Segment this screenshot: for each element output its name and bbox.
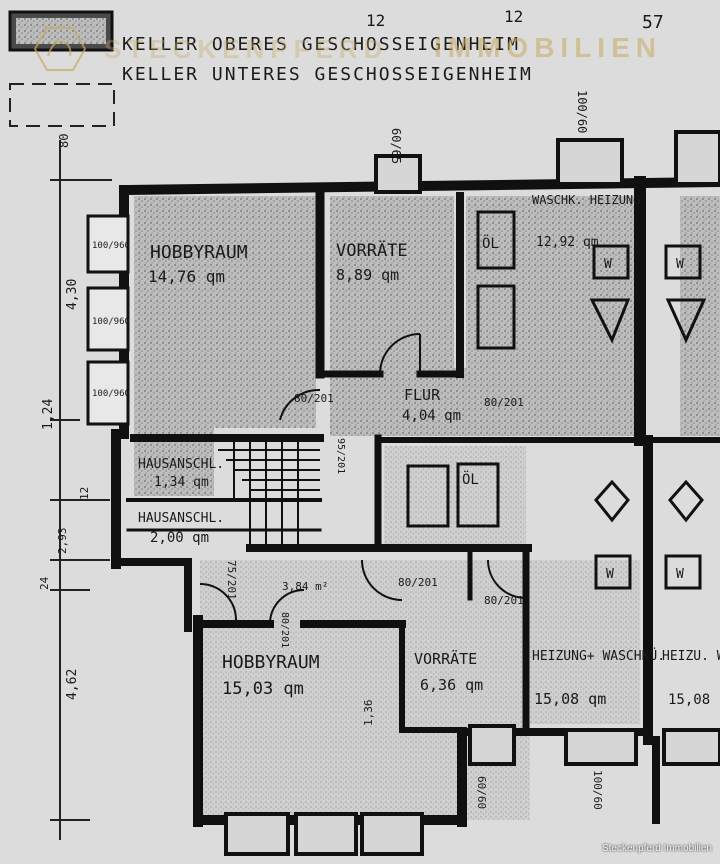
door-label-2: 95/201 [335,438,346,474]
header-line-1: KELLER OBERES GESCHOSSEIGENHEIM [122,34,520,55]
dim-left-3: 1,24 [41,399,56,430]
watermark-logo-icon [34,27,86,71]
room-hausan-lower-area: 2,00 qm [150,530,209,546]
top-dim-3: 57 [642,12,664,33]
dim-left-6: 2,93 [56,528,69,555]
fixture-w-3: W [606,567,614,582]
door-label-3: 80/201 [484,396,524,409]
room-hobby-lower-name: HOBBYRAUM [222,652,320,673]
room-heizung-lower-area: 15,08 qm [534,690,606,708]
dim-bottom-2: 100/60 [591,770,604,810]
watermark-brand: IMMOBILIEN [434,32,662,63]
top-dim-1: 12 [366,11,385,30]
header-line-2: KELLER UNTERES GESCHOSSEIGENHEIM [122,64,533,85]
vent-label-2: 100/60 [575,90,589,133]
fixture-w-4: W [676,567,684,582]
vorraete-upper-fill [330,196,454,368]
dim-left-1: 80 [57,134,71,148]
dim-left-2: 4,30 [65,279,80,310]
door-label-1: 80/201 [294,392,334,405]
room-hobby-upper-area: 14,76 qm [148,267,225,286]
room-vorraete-lower-name: VORRÄTE [414,649,477,668]
stair-dim: 1,36 [362,700,375,727]
room-wasch-upper-area: 12,92 qm [536,235,599,250]
fixture-w-2: W [676,257,684,272]
room-vorraete-upper-name: VORRÄTE [336,240,408,261]
room-heizung-right-area: 15,08 [668,692,710,708]
room-vorraete-upper-area: 8,89 qm [336,266,399,284]
room-hobby-upper-name: HOBBYRAUM [150,242,248,263]
top-dim-2: 12 [504,7,523,26]
window-label-3: 100/960 [92,389,130,399]
window-label-2: 100/960 [92,317,130,327]
dim-left-5: 12 [78,487,91,500]
room-heizung-lower-name: HEIZUNG+ WASCHKÜ. [532,647,665,664]
hobby-upper-fill [134,196,316,428]
watermark-prefix: STECKENPFERD [104,34,389,64]
vent-label-1: 60/65 [389,128,403,164]
door-label-6: 80/201 [484,594,524,607]
room-flur-name: FLUR [404,386,441,404]
room-heizung-right-name: HEIZU. WASCH [662,649,720,664]
room-hausan-upper-area: 1,34 qm [154,475,209,490]
room-oel-upper: ÖL [482,234,499,252]
dim-bottom-1: 60/60 [475,776,488,809]
dim-left-7: 24 [38,576,51,590]
room-hausan-upper-name: HAUSANSCHL. [138,457,224,472]
window-label-1: 100/960 [92,241,130,251]
room-hausan-lower-name: HAUSANSCHL. [138,511,224,526]
room-wasch-upper-name: WASCHK. HEIZUNG [532,193,640,207]
room-hobby-lower-area: 15,03 qm [222,679,304,699]
photo-credit: Steckenpferd Immobilien [601,843,712,854]
room-flur-lower-area: 3,84 m² [282,580,328,593]
door-label-7: 80/201 [279,612,290,648]
door-label-5: 80/201 [398,576,438,589]
dim-left-4: 4,62 [65,669,80,700]
fixture-w-1: W [604,257,612,272]
door-label-4: 75/201 [225,560,238,600]
room-flur-area: 4,04 qm [402,408,461,424]
room-oel: ÖL [462,470,479,488]
room-vorraete-lower-area: 6,36 qm [420,676,483,694]
